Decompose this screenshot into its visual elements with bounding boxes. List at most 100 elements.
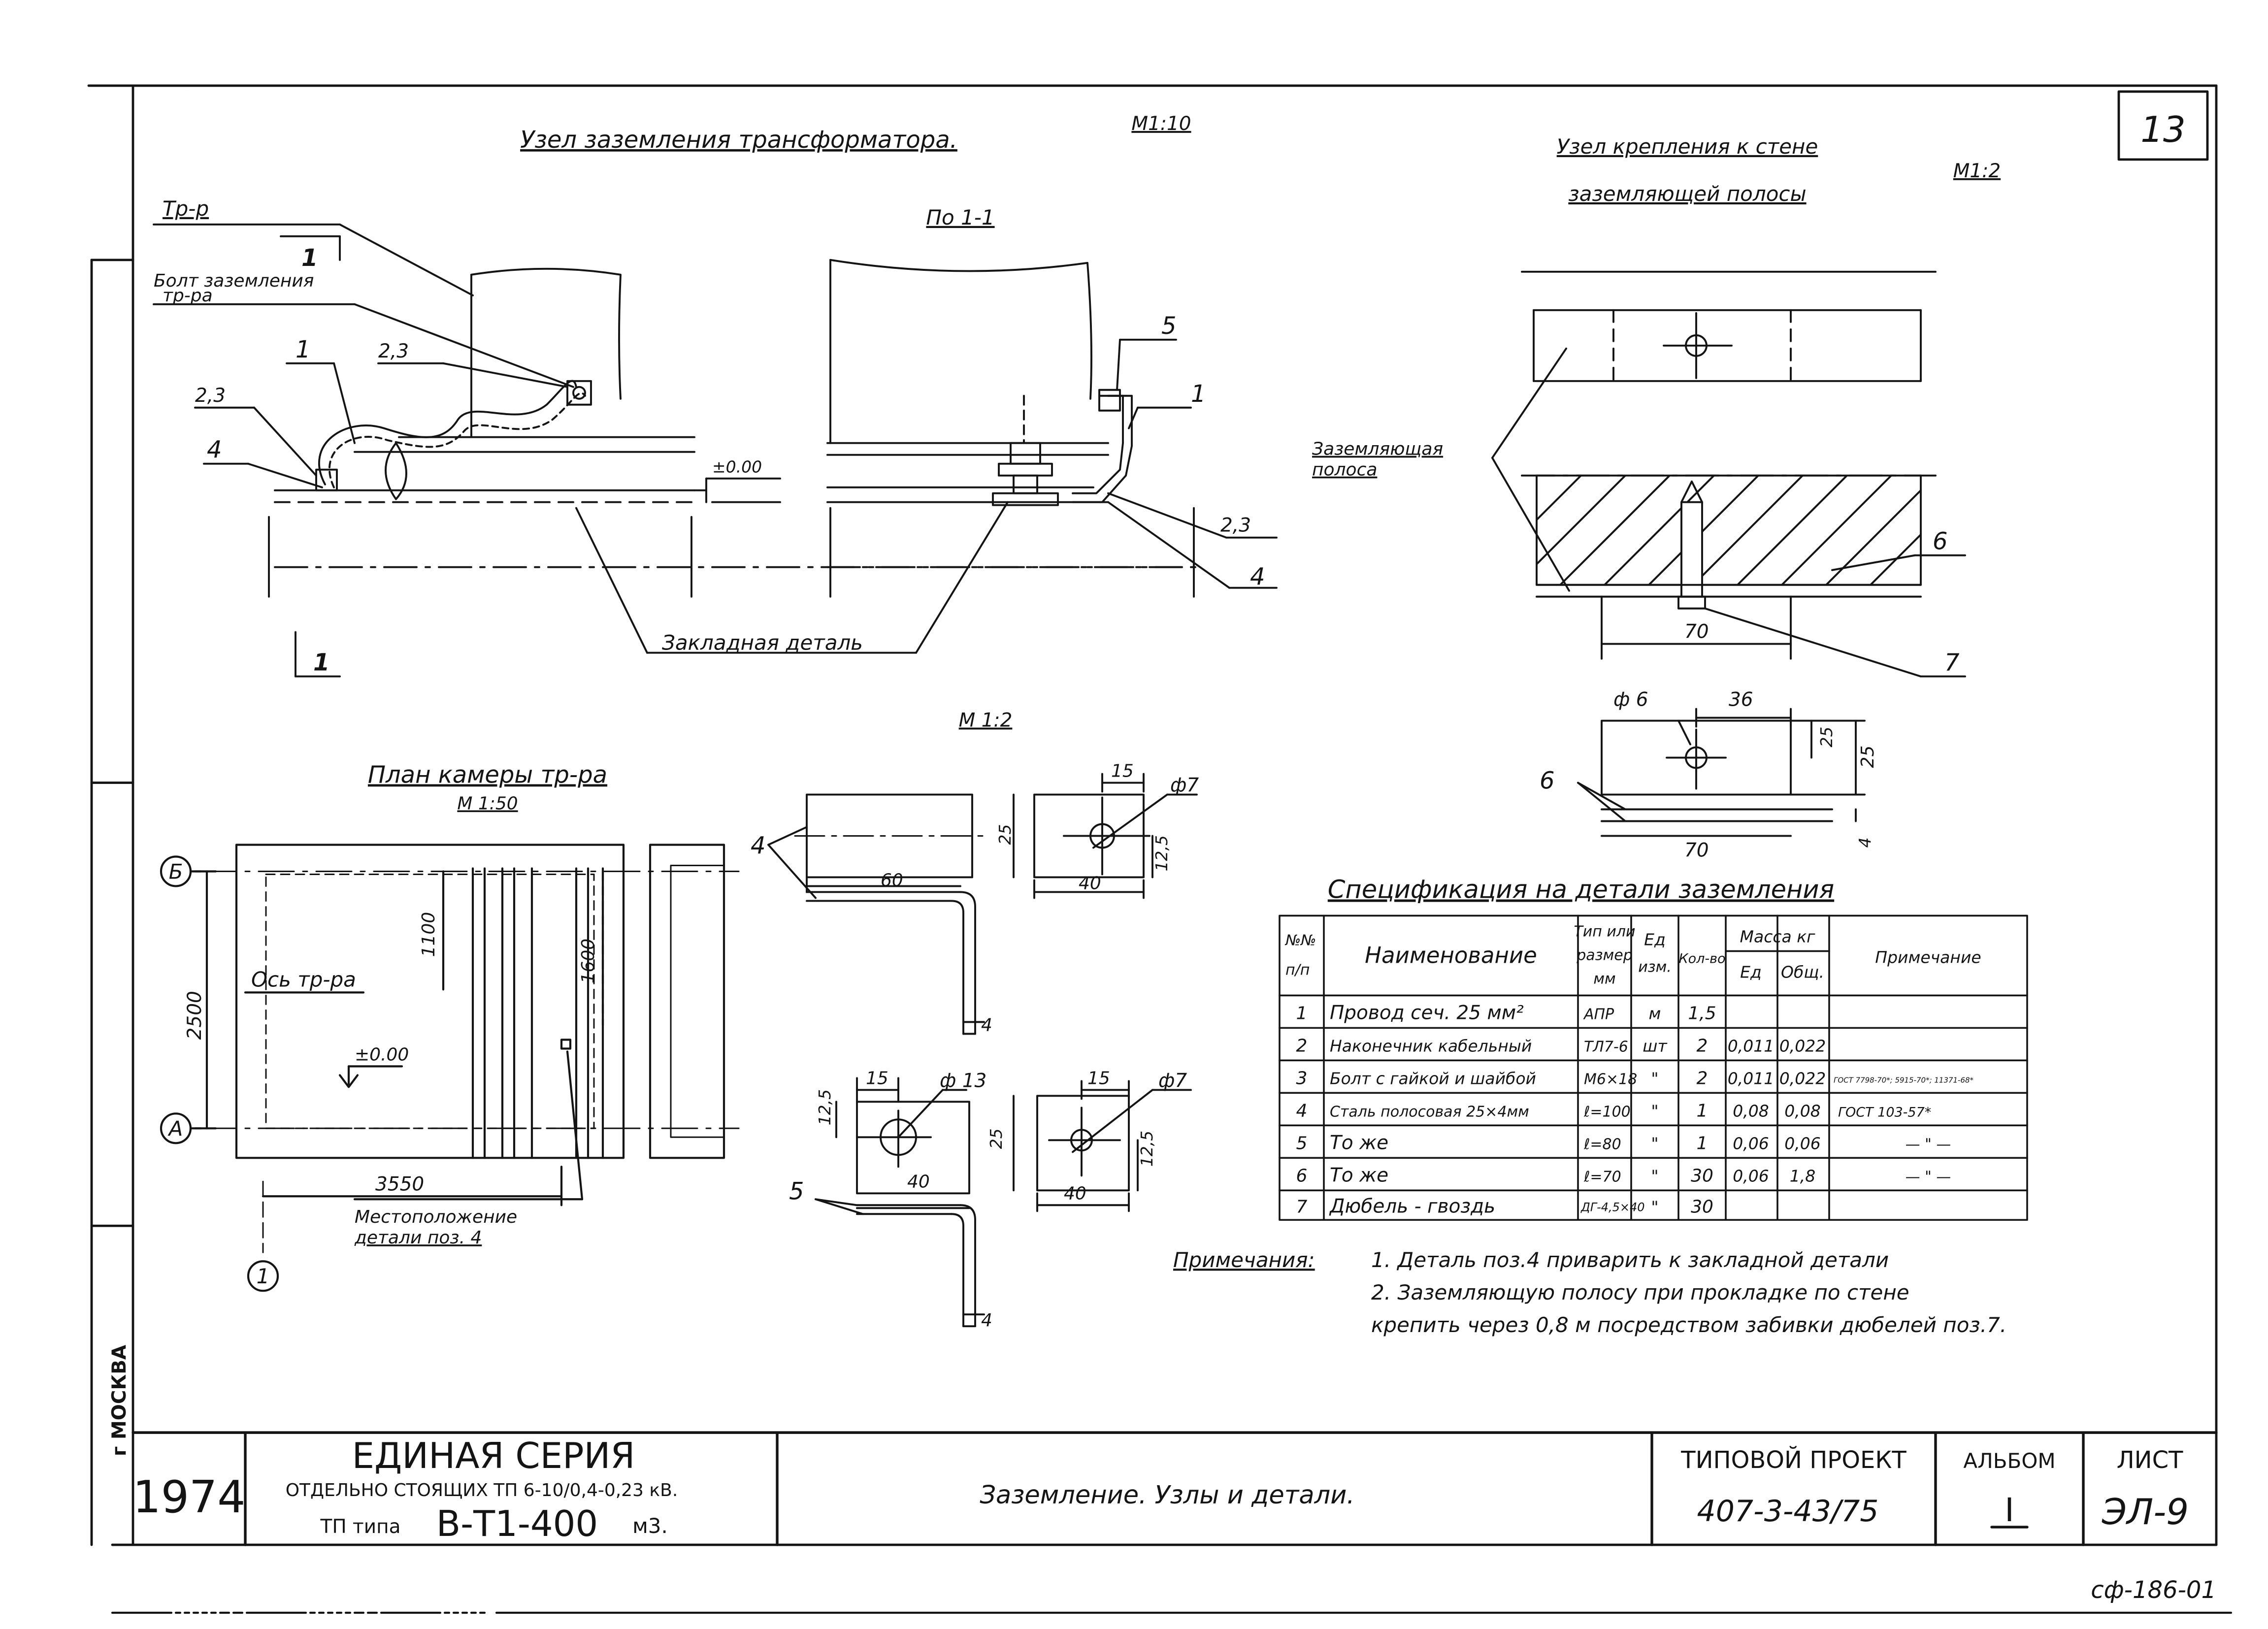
spec-grid bbox=[1279, 914, 2028, 1221]
notes-heading: Примечания: bbox=[1173, 1248, 1315, 1272]
title-tp-suffix: м3. bbox=[632, 1514, 668, 1538]
notes: Примечания: 1. Деталь поз.4 приварить к … bbox=[1173, 1248, 2006, 1337]
notes-line-3: крепить через 0,8 м посредством забивки … bbox=[1371, 1313, 2006, 1337]
spec-cell-note: — " — bbox=[1906, 1168, 1951, 1185]
label-strip-1: Заземляющая bbox=[1312, 439, 1443, 459]
spec-header-type-3: мм bbox=[1593, 970, 1615, 987]
spec-cell-qty: 1 bbox=[1697, 1133, 1708, 1153]
node-geometry bbox=[153, 223, 1198, 678]
spec-cell-type: ℓ=100 bbox=[1583, 1103, 1631, 1120]
title-series: ЕДИНАЯ СЕРИЯ bbox=[352, 1435, 635, 1476]
spec-cell-no: 1 bbox=[1296, 1003, 1308, 1023]
dim-40-a: 40 bbox=[1079, 873, 1101, 893]
dim-15-b: 15 bbox=[866, 1068, 888, 1088]
dim-2500: 2500 bbox=[184, 991, 206, 1040]
spec-header-no-2: п/п bbox=[1285, 961, 1310, 978]
bottom-code: сф-186-01 bbox=[2091, 1576, 2216, 1604]
spec-header-unit-2: изм. bbox=[1638, 958, 1672, 976]
dim-25-inner: 25 bbox=[1817, 727, 1836, 748]
table-row: 6 То же ℓ=70 " 30 0,06 1,8 — " — bbox=[1296, 1164, 1951, 1186]
spec-cell-no: 5 bbox=[1296, 1133, 1308, 1153]
spec-cell-unit: " bbox=[1651, 1166, 1658, 1185]
label-transformer: Тр-р bbox=[163, 196, 209, 221]
spec-cell-mass-unit: 0,08 bbox=[1733, 1101, 1769, 1120]
dim-60: 60 bbox=[881, 870, 903, 890]
label-bolt-1: Болт заземления bbox=[154, 271, 314, 291]
dim-36: 36 bbox=[1729, 689, 1753, 711]
notes-line-2: 2. Заземляющую полосу при прокладке по с… bbox=[1371, 1280, 1909, 1304]
spec-header-note: Примечание bbox=[1875, 947, 1981, 967]
spec-header-name: Наименование bbox=[1365, 942, 1537, 968]
table-row: 7 Дюбель - гвоздь ДГ-4,5×40 " 30 bbox=[1296, 1195, 1713, 1217]
label-pos-4-a: 4 bbox=[207, 436, 222, 464]
spec-cell-mass-total: 0,022 bbox=[1779, 1036, 1826, 1055]
node-title: Узел заземления трансформатора. bbox=[520, 126, 957, 154]
dim-40-c: 40 bbox=[1064, 1183, 1086, 1204]
label-cut-top: 1 bbox=[301, 244, 318, 272]
spec-cell-qty: 1,5 bbox=[1688, 1003, 1716, 1023]
spec-cell-type: АПР bbox=[1583, 1006, 1614, 1023]
spec-cell-mass-unit: 0,06 bbox=[1733, 1134, 1769, 1153]
title-block-grid bbox=[131, 1431, 2218, 1546]
spec-cell-name: То же bbox=[1330, 1164, 1388, 1186]
label-pos-5-b: 5 bbox=[789, 1177, 804, 1205]
title-sheet-label: ЛИСТ bbox=[2117, 1446, 2184, 1474]
spec-cell-mass-total: 1,8 bbox=[1790, 1166, 1815, 1185]
spec-cell-qty: 30 bbox=[1691, 1166, 1713, 1186]
dim-25-outer: 25 bbox=[1858, 746, 1878, 768]
spec-cell-qty: 1 bbox=[1697, 1101, 1708, 1121]
spec-title: Спецификация на детали заземления bbox=[1328, 875, 1834, 904]
table-row: 2 Наконечник кабельный ТЛ7-6 шт 2 0,011 … bbox=[1296, 1036, 1826, 1056]
wall-node-view: Заземляющая полоса 6 7 70 ф 6 36 25 25 4… bbox=[1312, 270, 1966, 861]
label-pos-1-b: 1 bbox=[1191, 380, 1206, 408]
title-year: 1974 bbox=[132, 1471, 245, 1523]
spec-header-type-2: размер bbox=[1576, 946, 1632, 964]
spec-cell-type: М6×18 bbox=[1584, 1071, 1637, 1088]
spec-cell-unit: " bbox=[1651, 1197, 1658, 1216]
notes-line-1: 1. Деталь поз.4 приварить к закладной де… bbox=[1371, 1248, 1889, 1272]
title-album-label: АЛЬБОМ bbox=[1963, 1449, 2055, 1473]
spec-header-mass-total: Общ. bbox=[1781, 962, 1824, 981]
label-pos-6-b: 6 bbox=[1540, 767, 1555, 795]
spec-header-no-1: №№ bbox=[1284, 932, 1316, 949]
title-description: Заземление. Узлы и детали. bbox=[980, 1481, 1354, 1510]
wall-geometry bbox=[1491, 270, 1966, 837]
spec-rows: 1 Провод сеч. 25 мм² АПР м 1,5 2 Наконеч… bbox=[1296, 1002, 1974, 1217]
details-scale: М 1:2 bbox=[959, 710, 1013, 732]
spec-cell-qty: 2 bbox=[1697, 1036, 1708, 1056]
plan-geometry bbox=[160, 844, 740, 1292]
spec-cell-type: ℓ=80 bbox=[1583, 1136, 1621, 1153]
dim-25-b: 25 bbox=[986, 1128, 1006, 1149]
node-view: Тр-р 1 Болт заземления тр-ра 1 2,3 2,3 4… bbox=[153, 196, 1198, 678]
plan-view: Б А 1 2500 1100 1600 3550 Ось тр-ра ±0.0… bbox=[160, 844, 740, 1292]
spec-cell-type: ТЛ7-6 bbox=[1584, 1038, 1628, 1055]
axis-a: А bbox=[167, 1116, 183, 1140]
spec-cell-name: Сталь полосовая 25×4мм bbox=[1330, 1103, 1529, 1120]
axis-b: Б bbox=[169, 859, 183, 883]
label-bolt-2: тр-ра bbox=[163, 286, 213, 306]
table-row: 3 Болт с гайкой и шайбой М6×18 " 2 0,011… bbox=[1296, 1068, 1974, 1088]
spec-header-unit-1: Ед bbox=[1644, 930, 1666, 949]
sheet-number: 13 bbox=[2140, 109, 2186, 150]
spec-cell-no: 4 bbox=[1296, 1101, 1308, 1121]
spec-cell-mass-total: 0,06 bbox=[1784, 1134, 1820, 1153]
table-row: 5 То же ℓ=80 " 1 0,06 0,06 — " — bbox=[1296, 1132, 1951, 1154]
label-embed: Закладная деталь bbox=[662, 631, 863, 655]
title-block: 1974 ЕДИНАЯ СЕРИЯ ОТДЕЛЬНО СТОЯЩИХ ТП 6-… bbox=[131, 1431, 2218, 1546]
section-title: По 1-1 bbox=[926, 205, 994, 229]
label-pos-1: 1 bbox=[296, 336, 311, 363]
label-pos-23-a: 2,3 bbox=[378, 340, 409, 362]
plan-title: План камеры тр-ра bbox=[368, 761, 607, 789]
dim-25-a: 25 bbox=[995, 824, 1015, 845]
table-row: 1 Провод сеч. 25 мм² АПР м 1,5 bbox=[1296, 1002, 1716, 1024]
dim-phi-13: ф 13 bbox=[940, 1070, 986, 1092]
spec-cell-mass-total: 0,022 bbox=[1779, 1069, 1826, 1088]
dim-125-a: 12,5 bbox=[1152, 835, 1171, 871]
section-view: 5 1 2,3 4 bbox=[826, 259, 1278, 598]
label-pos-4-b: 4 bbox=[1250, 563, 1265, 591]
spec-cell-no: 2 bbox=[1296, 1036, 1308, 1056]
spec-cell-name: Провод сеч. 25 мм² bbox=[1330, 1002, 1524, 1024]
spec-table: Спецификация на детали заземления №№ п/п… bbox=[1279, 875, 2028, 1221]
title-sheet-code: ЭЛ-9 bbox=[2102, 1491, 2189, 1532]
